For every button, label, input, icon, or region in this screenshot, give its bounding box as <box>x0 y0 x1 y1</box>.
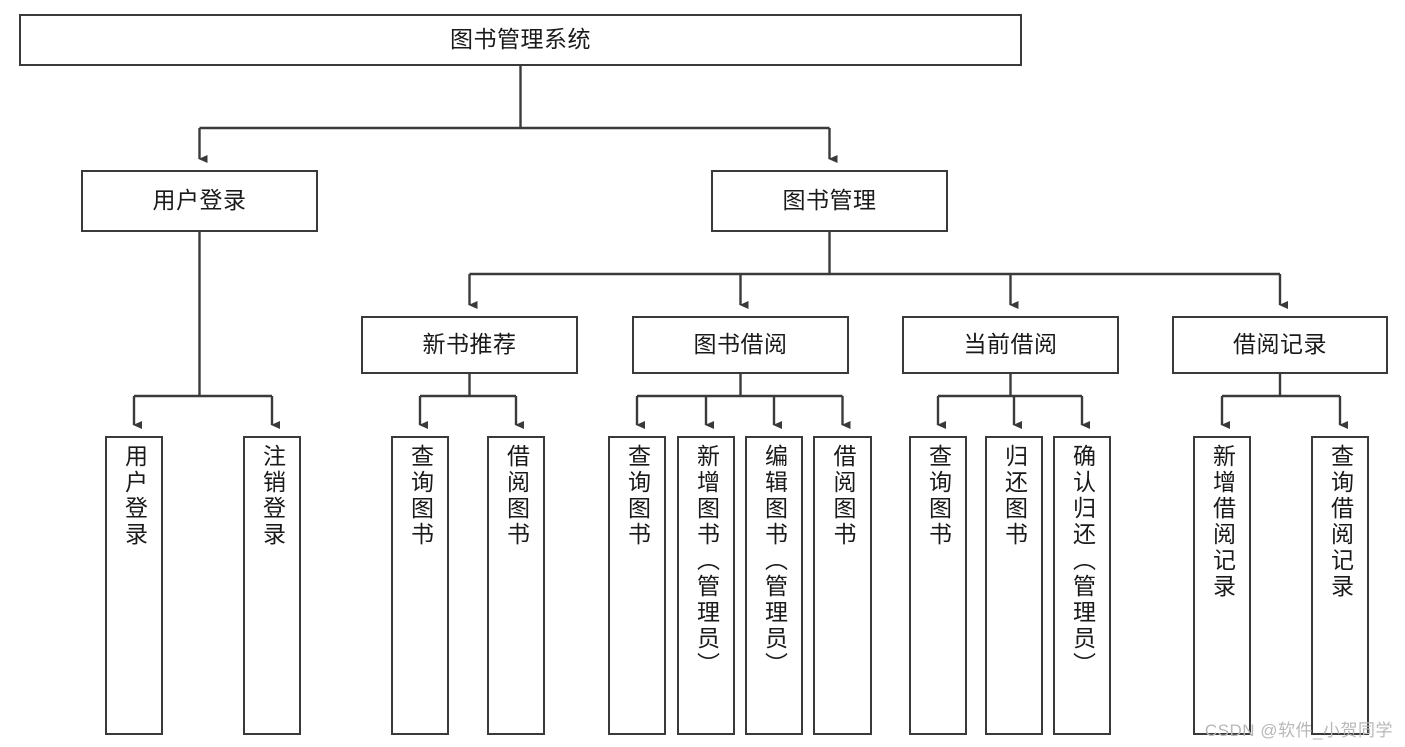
watermark-label: CSDN @软件_小贺同学 <box>1204 721 1393 740</box>
node-label-leaf-add-record: 新增借阅记录 <box>1209 444 1236 600</box>
node-book-management[interactable]: 图书管理 <box>711 170 948 232</box>
node-root[interactable]: 图书管理系统 <box>19 14 1022 66</box>
node-label-leaf-logout: 注销登录 <box>259 444 286 548</box>
node-current-borrow[interactable]: 当前借阅 <box>902 316 1119 374</box>
node-label-leaf-query-book-1: 查询图书 <box>407 444 434 548</box>
node-label-leaf-borrow-book-1: 借阅图书 <box>503 444 530 548</box>
node-label-current-borrow: 当前借阅 <box>963 331 1058 358</box>
node-leaf-borrow-book-2[interactable]: 借阅图书 <box>813 436 872 735</box>
node-label-leaf-query-book-3: 查询图书 <box>925 444 952 548</box>
node-leaf-query-book-1[interactable]: 查询图书 <box>391 436 449 735</box>
node-new-book-recommend[interactable]: 新书推荐 <box>361 316 578 374</box>
node-label-book-management: 图书管理 <box>782 187 877 214</box>
node-label-leaf-query-record: 查询借阅记录 <box>1327 444 1354 600</box>
node-leaf-user-login[interactable]: 用户登录 <box>105 436 163 735</box>
node-label-leaf-borrow-book-2: 借阅图书 <box>830 444 856 548</box>
node-label-leaf-return-book: 归还图书 <box>1001 444 1028 548</box>
node-leaf-query-book-3[interactable]: 查询图书 <box>909 436 967 735</box>
node-user-login[interactable]: 用户登录 <box>81 170 318 232</box>
node-leaf-confirm-return[interactable]: 确认归还（管理员） <box>1053 436 1111 735</box>
node-label-root: 图书管理系统 <box>450 26 591 53</box>
node-label-leaf-query-book-2: 查询图书 <box>624 444 651 548</box>
node-label-leaf-edit-book: 编辑图书（管理员） <box>761 444 788 678</box>
node-label-borrow-record: 借阅记录 <box>1233 331 1327 358</box>
node-leaf-return-book[interactable]: 归还图书 <box>985 436 1043 735</box>
node-book-borrow[interactable]: 图书借阅 <box>632 316 849 374</box>
node-leaf-logout[interactable]: 注销登录 <box>243 436 301 735</box>
node-borrow-record[interactable]: 借阅记录 <box>1172 316 1388 374</box>
node-label-user-login: 用户登录 <box>152 187 247 214</box>
node-label-leaf-user-login: 用户登录 <box>121 444 148 548</box>
node-label-leaf-confirm-return: 确认归还（管理员） <box>1069 444 1096 678</box>
node-leaf-borrow-book-1[interactable]: 借阅图书 <box>487 436 545 735</box>
node-label-new-book-recommend: 新书推荐 <box>422 331 517 358</box>
node-leaf-edit-book[interactable]: 编辑图书（管理员） <box>745 436 803 735</box>
node-leaf-query-book-2[interactable]: 查询图书 <box>608 436 666 735</box>
node-leaf-add-book[interactable]: 新增图书（管理员） <box>677 436 735 735</box>
node-leaf-add-record[interactable]: 新增借阅记录 <box>1193 436 1251 735</box>
node-leaf-query-record[interactable]: 查询借阅记录 <box>1311 436 1369 735</box>
node-label-leaf-add-book: 新增图书（管理员） <box>693 444 720 678</box>
node-label-book-borrow: 图书借阅 <box>693 331 788 358</box>
